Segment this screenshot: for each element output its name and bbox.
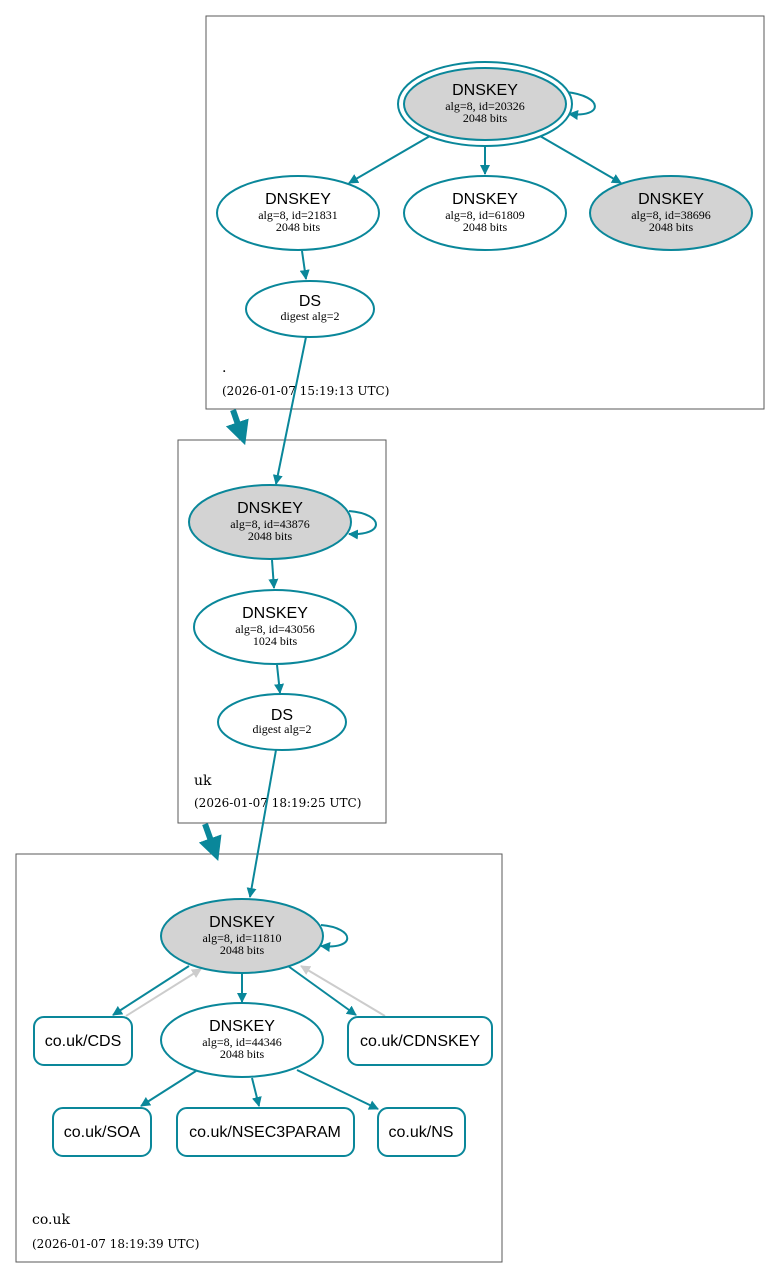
node-root-ksk-line1: alg=8, id=20326 (445, 99, 525, 113)
node-uk-ksk-line1: alg=8, id=43876 (230, 517, 310, 531)
node-root-ksk2-shape (589, 175, 753, 251)
node-couk-zsk-line1: alg=8, id=44346 (202, 1035, 282, 1049)
node-uk-zsk-title: DNSKEY (242, 605, 308, 622)
node-root-ksk: DNSKEY alg=8, id=20326 2048 bits (397, 61, 573, 147)
node-couk-ksk-title: DNSKEY (209, 914, 275, 931)
edge-root-ksk-ksk2 (539, 135, 622, 184)
zone-uk-timestamp: (2026-01-07 18:19:25 UTC) (194, 796, 361, 810)
rr-soa-label: co.uk/SOA (64, 1124, 141, 1141)
node-root-ds: DS digest alg=2 (245, 280, 375, 338)
node-uk-ds-shape (217, 693, 347, 751)
rr-soa-box (52, 1107, 152, 1157)
rr-cds-box (33, 1016, 133, 1066)
rr-cdnskey-label: co.uk/CDNSKEY (360, 1033, 480, 1050)
node-uk-ksk: DNSKEY alg=8, id=43876 2048 bits (188, 484, 352, 560)
node-root-ksk2-line2: 2048 bits (649, 220, 694, 234)
node-root-ksk2-title: DNSKEY (638, 191, 704, 208)
node-couk-zsk-title: DNSKEY (209, 1018, 275, 1035)
node-root-zsk2-line1: alg=8, id=61809 (445, 208, 525, 222)
node-root-ksk-shape (403, 67, 567, 141)
edge-root-ds-uk-ksk (272, 336, 307, 485)
node-root-zsk2-shape (403, 175, 567, 251)
edge-uk-ksk-self (348, 510, 377, 540)
delegation-arrow-root-uk (225, 409, 249, 446)
edge-cdnskey-couk-ksk (300, 965, 386, 1017)
node-uk-ds: DS digest alg=2 (217, 693, 347, 751)
node-uk-ds-line1: digest alg=2 (252, 722, 311, 736)
edge-root-ksk-zsk1 (348, 135, 431, 184)
node-uk-zsk-line2: 1024 bits (253, 634, 298, 648)
node-root-ksk-title: DNSKEY (452, 82, 518, 99)
node-root-ds-shape (245, 280, 375, 338)
edge-uk-ksk-zsk (268, 559, 279, 589)
node-root-ksk2: DNSKEY alg=8, id=38696 2048 bits (589, 175, 753, 251)
zone-root-name: . (222, 360, 226, 376)
node-root-zsk2-title: DNSKEY (452, 191, 518, 208)
rr-ns-label: co.uk/NS (389, 1124, 454, 1141)
node-couk-zsk-line2: 2048 bits (220, 1047, 265, 1061)
edge-couk-ksk-cds (112, 965, 190, 1016)
rr-cdnskey: co.uk/CDNSKEY (347, 1016, 493, 1066)
node-uk-ksk-line2: 2048 bits (248, 529, 293, 543)
node-couk-ksk-shape (160, 898, 324, 974)
node-uk-ds-title: DS (271, 707, 293, 724)
edge-couk-zsk-nsec3param (251, 1077, 262, 1107)
node-root-zsk1-line1: alg=8, id=21831 (258, 208, 338, 222)
node-root-zsk1-title: DNSKEY (265, 191, 331, 208)
rr-nsec3param: co.uk/NSEC3PARAM (176, 1107, 355, 1157)
edge-uk-ds-couk-ksk (246, 749, 277, 898)
node-couk-ksk-line2: 2048 bits (220, 943, 265, 957)
edge-root-zsk1-ds (299, 250, 310, 280)
node-root-ksk2-line1: alg=8, id=38696 (631, 208, 711, 222)
node-couk-zsk: DNSKEY alg=8, id=44346 2048 bits (160, 1002, 324, 1078)
rr-ns: co.uk/NS (377, 1107, 466, 1157)
zone-uk-name: uk (194, 773, 212, 789)
node-uk-zsk-shape (193, 589, 357, 665)
edge-couk-zsk-soa (140, 1070, 197, 1107)
edge-root-ksk-self (565, 91, 596, 120)
edges (112, 91, 622, 1110)
node-root-zsk1: DNSKEY alg=8, id=21831 2048 bits (216, 175, 380, 251)
node-uk-zsk: DNSKEY alg=8, id=43056 1024 bits (193, 589, 357, 665)
delegation-arrow-uk-couk (198, 822, 222, 862)
node-uk-ksk-shape (188, 484, 352, 560)
edge-uk-zsk-ds (274, 664, 285, 694)
node-root-zsk2: DNSKEY alg=8, id=61809 2048 bits (403, 175, 567, 251)
rr-soa: co.uk/SOA (52, 1107, 152, 1157)
zone-couk-name: co.uk (32, 1212, 70, 1228)
node-root-zsk1-shape (216, 175, 380, 251)
rr-nsec3param-box (176, 1107, 355, 1157)
edge-couk-ksk-self (320, 924, 349, 952)
edge-couk-zsk-ns (296, 1069, 379, 1110)
rr-nsec3param-label: co.uk/NSEC3PARAM (189, 1124, 341, 1141)
node-couk-zsk-shape (160, 1002, 324, 1078)
rr-ns-box (377, 1107, 466, 1157)
zone-couk-timestamp: (2026-01-07 18:19:39 UTC) (32, 1237, 199, 1251)
rr-cds: co.uk/CDS (33, 1016, 133, 1066)
node-couk-ksk-line1: alg=8, id=11810 (202, 931, 281, 945)
edge-couk-ksk-cdnskey (287, 965, 357, 1016)
node-root-ksk-line2: 2048 bits (463, 111, 508, 125)
edge-cds-couk-ksk (125, 968, 202, 1017)
rr-cds-label: co.uk/CDS (45, 1033, 121, 1050)
rr-cdnskey-box (347, 1016, 493, 1066)
node-uk-ksk-title: DNSKEY (237, 500, 303, 517)
node-root-ds-line1: digest alg=2 (280, 309, 339, 323)
node-couk-ksk: DNSKEY alg=8, id=11810 2048 bits (160, 898, 324, 974)
node-uk-zsk-line1: alg=8, id=43056 (235, 622, 315, 636)
node-root-zsk1-line2: 2048 bits (276, 220, 321, 234)
node-root-ds-title: DS (299, 293, 321, 310)
node-root-zsk2-line2: 2048 bits (463, 220, 508, 234)
zone-root-timestamp: (2026-01-07 15:19:13 UTC) (222, 384, 389, 398)
